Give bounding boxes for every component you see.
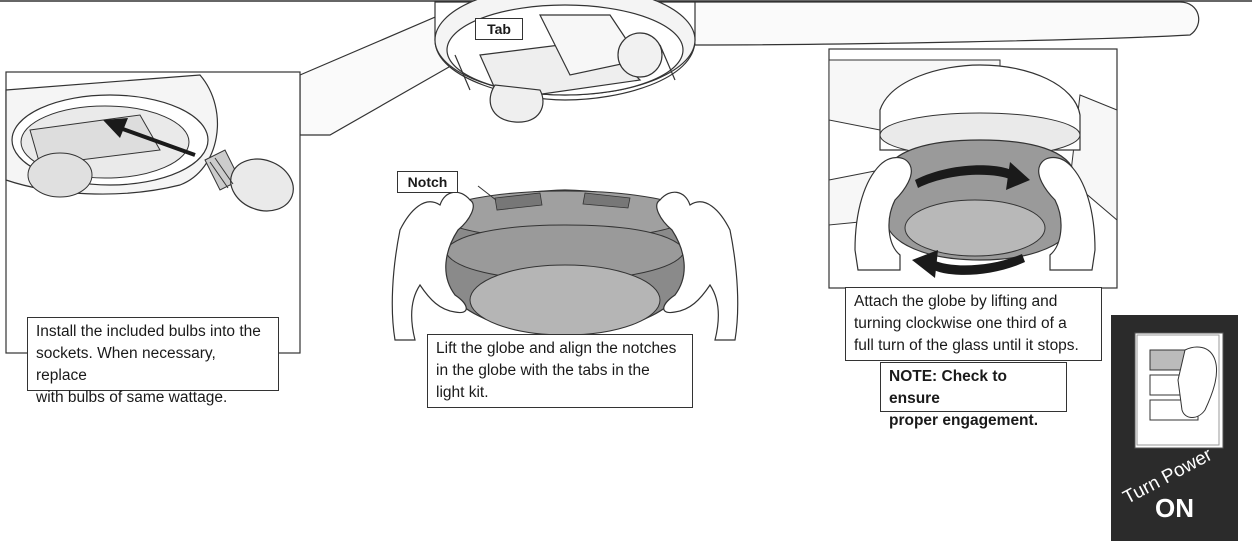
step-attach-line: full turn of the glass until it stops.: [854, 337, 1079, 354]
notch-label: Notch: [397, 171, 458, 193]
step-align-line: light kit.: [436, 384, 489, 401]
attach-globe-inset: [828, 48, 1118, 289]
step-bulbs-line: Install the included bulbs into the: [36, 323, 261, 340]
globe-icon: [439, 189, 691, 336]
step-bulbs-line: sockets. When necessary, replace: [36, 345, 216, 384]
rotate-arrow-icon: [912, 162, 1030, 278]
hand-icon: [391, 191, 474, 341]
hand-icon: [1038, 156, 1096, 271]
arrow-icon: [103, 118, 196, 157]
bulb-install-inset: [5, 71, 301, 354]
note-callout: NOTE: Check to ensure proper engagement.: [880, 362, 1067, 429]
step-bulbs-line: with bulbs of same wattage.: [36, 389, 228, 406]
power-on-text: ON: [1155, 493, 1194, 523]
step-attach-line: turning clockwise one third of a: [854, 315, 1067, 332]
bulb-icon: [204, 149, 294, 212]
step-align-callout: Lift the globe and align the notches in …: [427, 334, 693, 408]
tab-label: Tab: [475, 18, 523, 40]
note-line: NOTE: Check to ensure: [889, 368, 1007, 407]
step-attach-callout: Attach the globe by lifting and turning …: [845, 287, 1102, 361]
light-switch-icon: [1111, 315, 1238, 541]
step-align-line: Lift the globe and align the notches: [436, 340, 677, 357]
hand-icon: [656, 191, 739, 341]
step-align-line: in the globe with the tabs in the: [436, 362, 650, 379]
step-bulbs-callout: Install the included bulbs into the sock…: [27, 317, 279, 406]
hand-icon: [854, 156, 912, 271]
globe-align-illustration: [391, 185, 739, 341]
step-attach-line: Attach the globe by lifting and: [854, 293, 1058, 310]
note-line: proper engagement.: [889, 412, 1038, 429]
